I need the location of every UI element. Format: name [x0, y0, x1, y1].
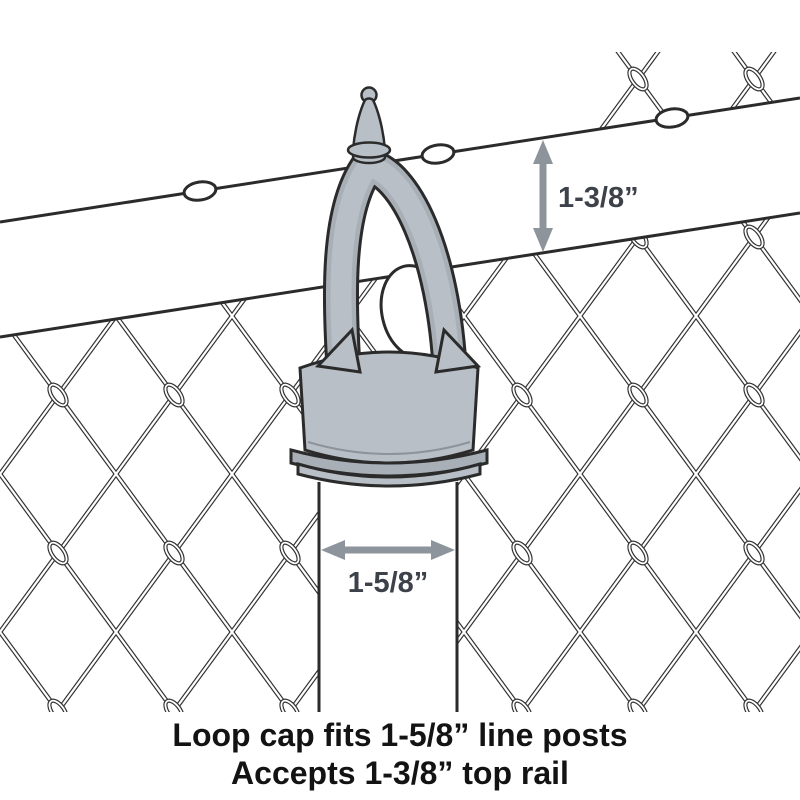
caption: Loop cap fits 1-5/8” line posts Accepts … — [172, 717, 627, 791]
acorn-finial — [346, 86, 392, 165]
cap-shade-line — [307, 441, 471, 455]
knuckle-icon — [182, 180, 218, 202]
rail-dimension-label: 1-3/8” — [558, 182, 639, 214]
knuckle-icon — [420, 143, 456, 165]
cap-gusset-right — [434, 326, 482, 374]
finial-ring — [346, 141, 392, 159]
line-post — [317, 465, 459, 713]
caption-line-2: Accepts 1-3/8” top rail — [231, 755, 569, 791]
rail-dimension-arrow — [533, 140, 553, 252]
cap-rim-lower — [296, 462, 482, 488]
wire-knuckles — [182, 107, 690, 202]
post-dimension-label: 1-5/8” — [348, 567, 429, 599]
finial-body — [351, 97, 387, 152]
cap-gusset-left — [314, 326, 362, 374]
knuckle-icon — [654, 107, 690, 129]
cap-body — [289, 326, 489, 488]
loop-strap — [322, 146, 468, 377]
caption-line-1: Loop cap fits 1-5/8” line posts — [172, 717, 627, 753]
post-dimension-arrow — [321, 540, 455, 560]
